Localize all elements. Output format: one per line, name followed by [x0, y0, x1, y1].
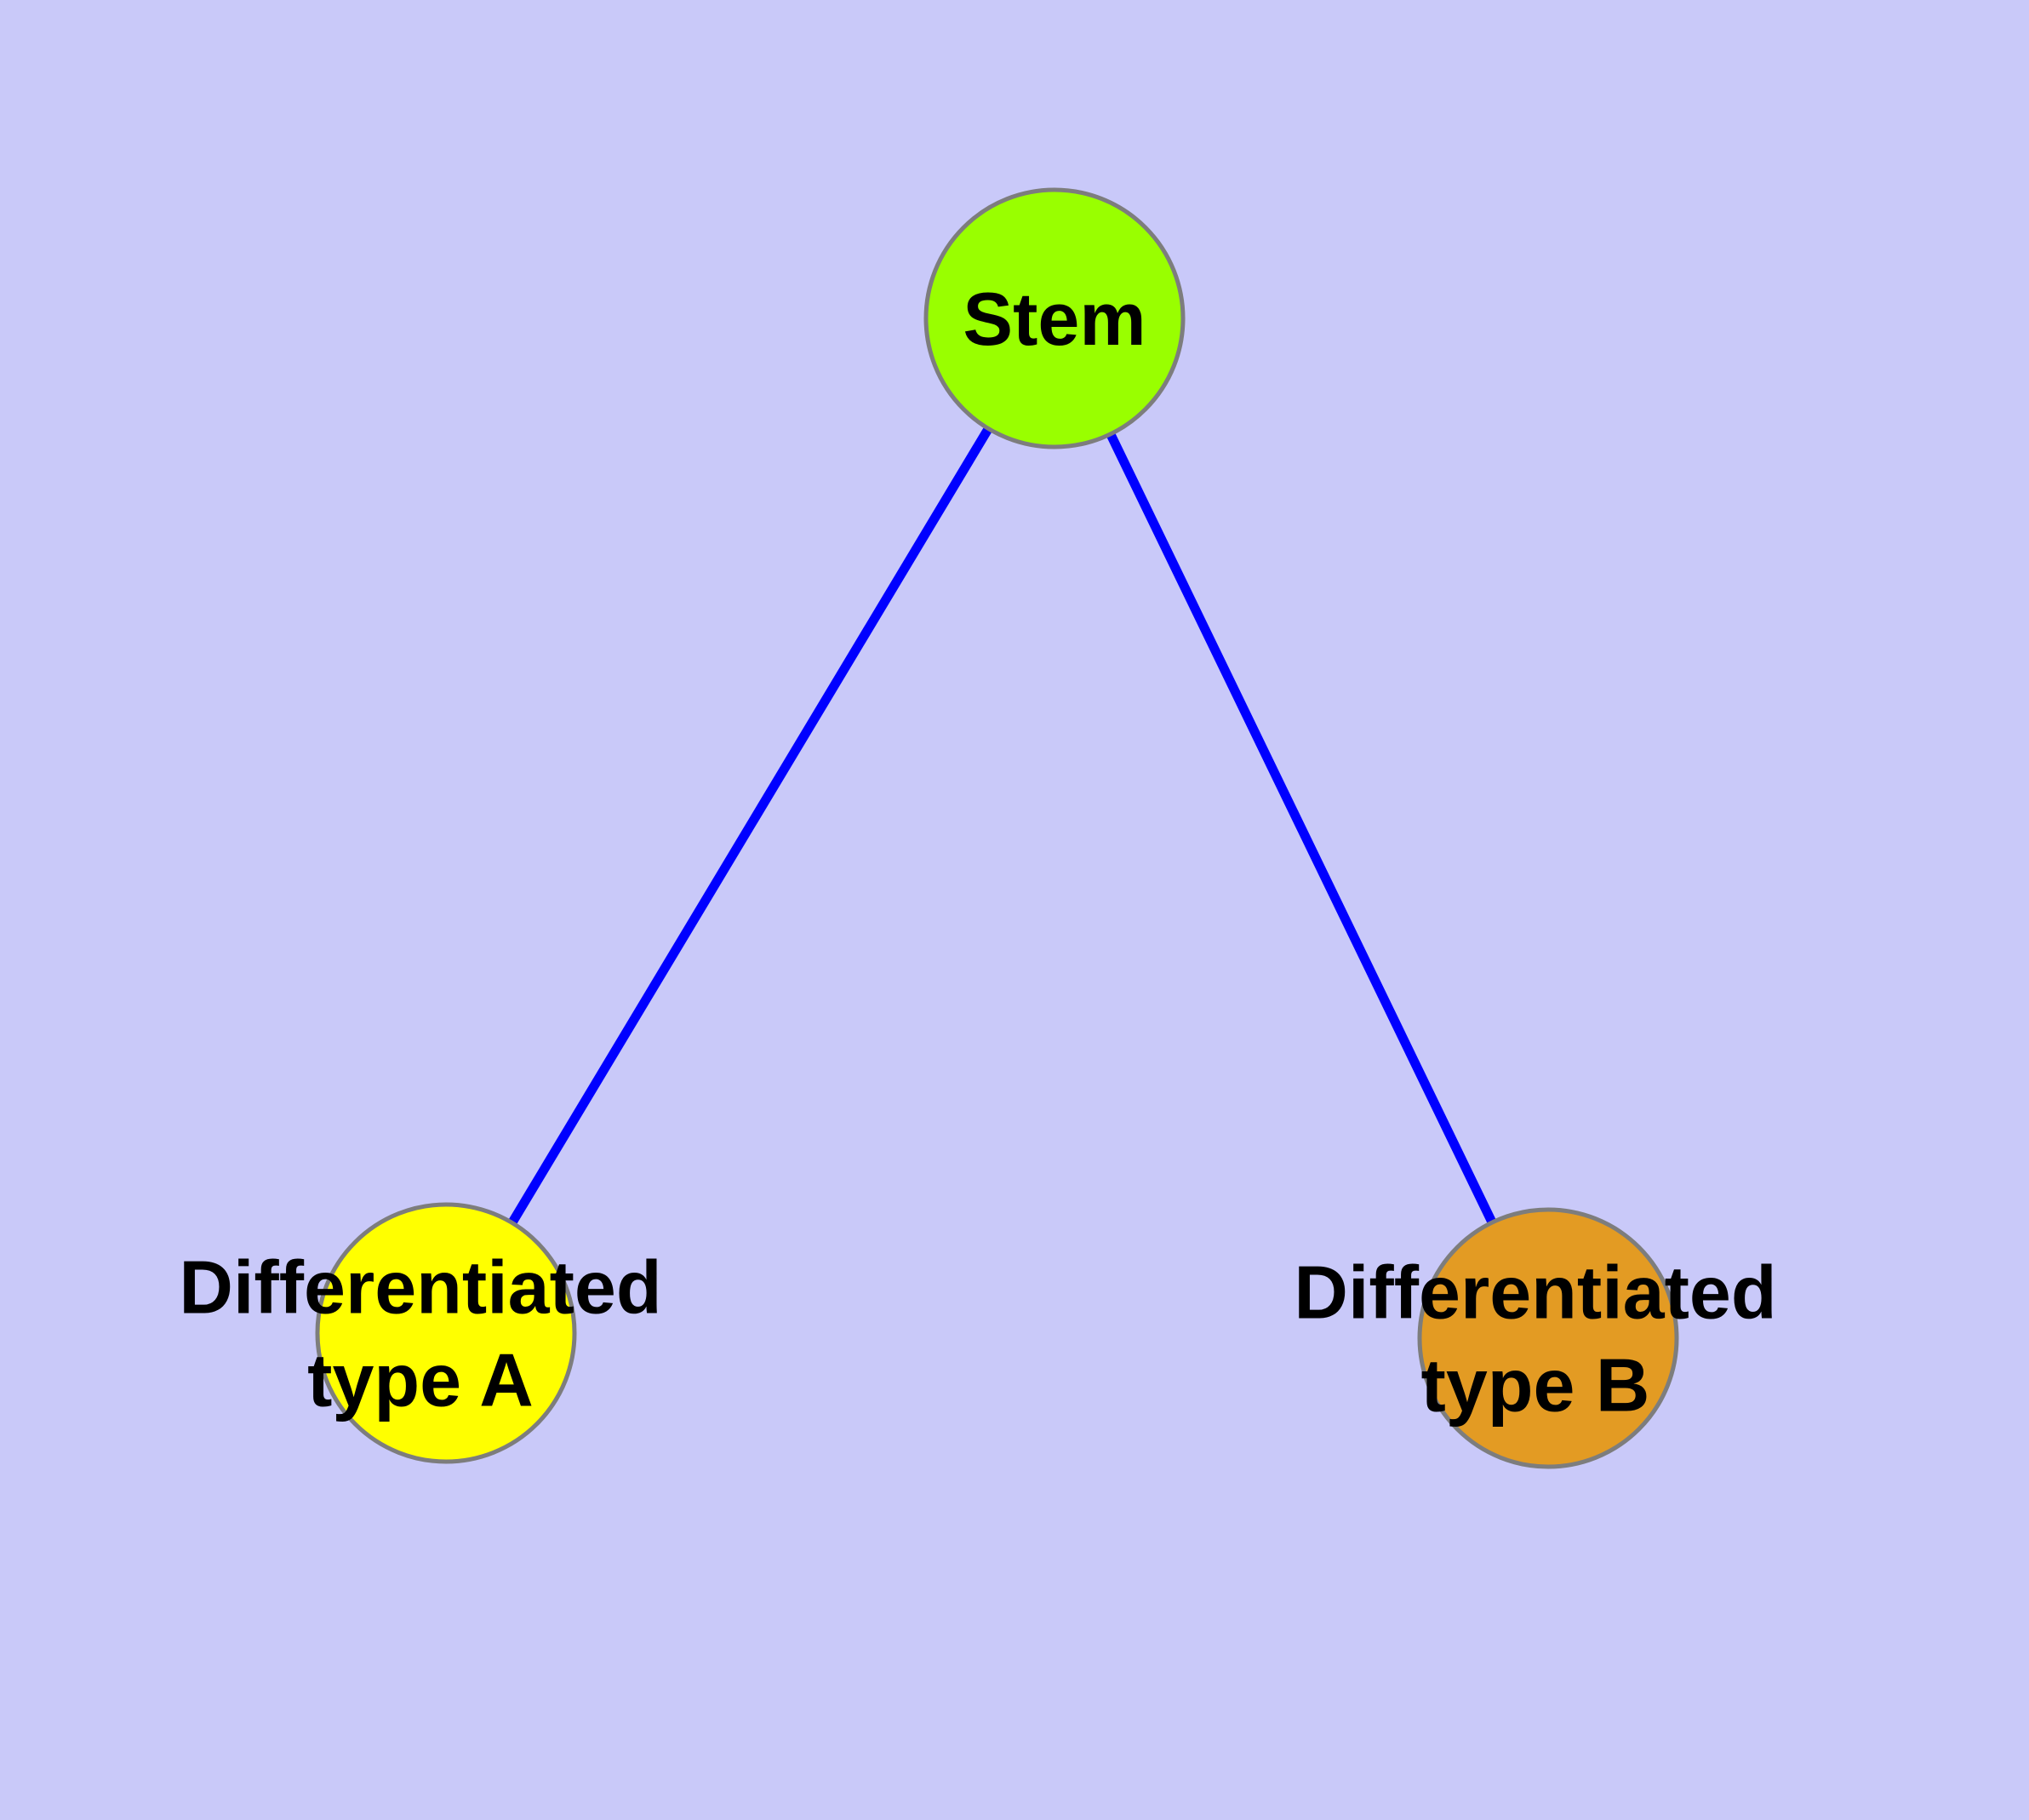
node-differentiated-type-b	[1417, 1207, 1679, 1469]
edge-stem-to-differentiated-type-a	[442, 316, 1059, 1336]
node-label-line: type A	[307, 1337, 534, 1422]
node-label-line: type B	[1421, 1342, 1650, 1427]
node-label-line: Differentiated	[179, 1245, 661, 1329]
node-differentiated-type-a	[315, 1202, 577, 1464]
edge-stem-to-differentiated-type-b	[1050, 316, 1552, 1341]
node-label-line: Differentiated	[1294, 1250, 1776, 1334]
node-label-stem: Stem	[963, 277, 1146, 361]
node-stem	[923, 187, 1186, 449]
node-label-line: Stem	[963, 277, 1146, 361]
